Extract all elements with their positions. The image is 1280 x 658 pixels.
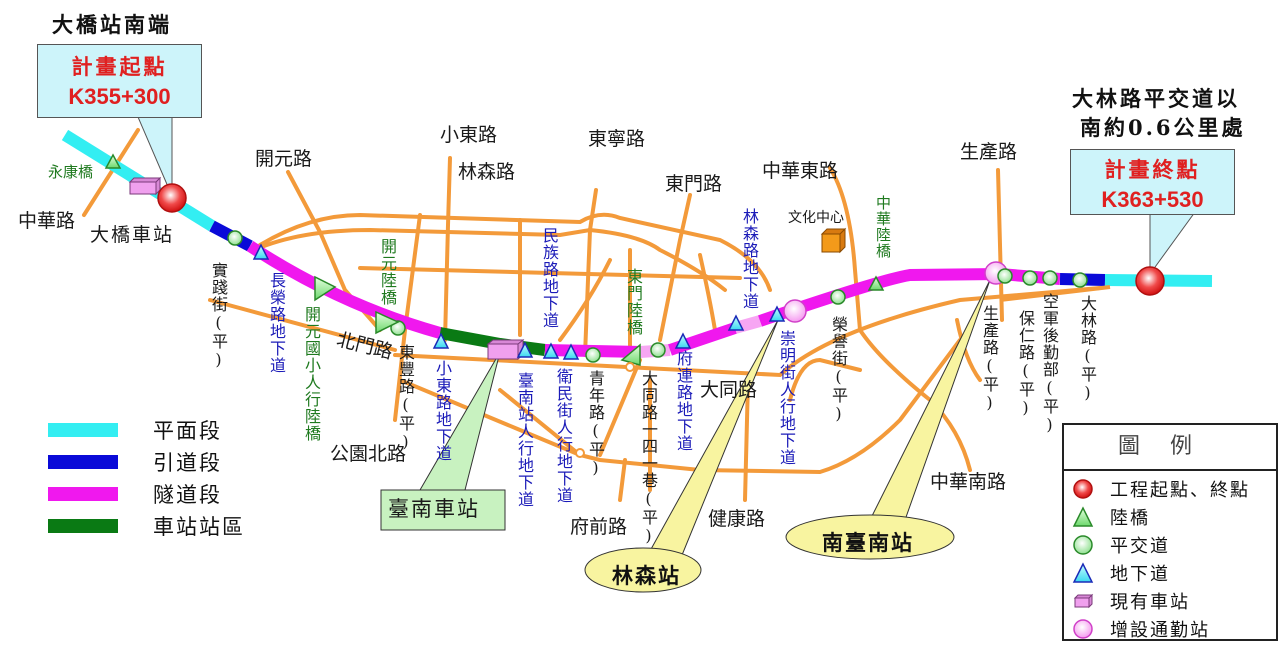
culture-center-icon (820, 227, 847, 254)
legend-item: 陸橋 (1064, 503, 1276, 531)
tainan-station-callout (380, 351, 506, 531)
green-triangle-icon (1072, 506, 1094, 528)
label-fulian-underpass: 府連路地下道 (674, 350, 693, 452)
end-chainage: K363+530 (1101, 187, 1204, 212)
legend-label: 引道段 (153, 451, 222, 475)
road-dongning: 東寧路 (588, 128, 646, 150)
label-xiaodong-underpass: 小東路地下道 (433, 360, 452, 462)
road-kaiyuan: 開元路 (255, 148, 313, 170)
green-circle-icon (1072, 534, 1094, 556)
road-jiankang: 健康路 (708, 508, 766, 530)
road-shengchan: 生產路 (960, 141, 1018, 163)
legend-row-station-area: 車站站區 (48, 510, 245, 542)
place-linsen-station: 林森站 (612, 563, 681, 588)
label-zhonghua-bridge: 中華陸橋 (874, 195, 892, 259)
end-label: 計畫終點 (1104, 157, 1201, 182)
south-tainan-station-bubble (785, 279, 991, 560)
label-airforce-logistics: 空軍後勤部(平) (1040, 293, 1059, 435)
start-point-icon (157, 183, 187, 213)
label-baoren-rd: 保仁路(平) (1016, 310, 1035, 418)
legend-title: 圖例 (1064, 425, 1276, 471)
road-fuqian: 府前路 (570, 516, 628, 538)
road-zhonghua: 中華路 (18, 210, 76, 232)
road-network (82, 128, 1102, 502)
legend-item: 現有車站 (1064, 587, 1276, 615)
place-culture-center: 文化中心 (788, 210, 844, 226)
legend-row-tunnel: 隧道段 (48, 478, 245, 510)
start-label: 計畫起點 (71, 54, 168, 79)
legend-item: 平交道 (1064, 531, 1276, 559)
end-heading-line1: 大林路平交道以 (1072, 86, 1240, 111)
label-shengchan-crossing: 生產路(平) (980, 305, 999, 413)
legend-label: 隧道段 (153, 483, 222, 507)
road-dongmen: 東門路 (665, 173, 723, 195)
label-chongming-ped-underpass: 崇明街人行地下道 (777, 330, 796, 466)
end-callout: 計畫終點 K363+530 (1070, 149, 1235, 215)
start-callout: 計畫起點 K355+300 (37, 44, 202, 118)
label-dongfeng-rd: 東豐路(平) (396, 344, 415, 452)
road-xiaodong: 小東路 (440, 124, 498, 146)
road-zhonghua-south: 中華南路 (930, 471, 1007, 493)
legend-item: 增設通勤站 (1064, 615, 1276, 643)
underpasses (252, 243, 786, 360)
road-zhonghua-east: 中華東路 (762, 160, 839, 182)
end-heading-line2: 南約0.6公里處 (1080, 115, 1246, 140)
overpasses (104, 153, 885, 366)
tunnel-swatch-icon (48, 487, 118, 501)
pink-box-icon (1072, 590, 1094, 612)
legend-label: 平面段 (153, 419, 222, 443)
start-heading: 大橋站南端 (52, 12, 172, 37)
label-kaiyuan-elem-footbridge: 開元國小人行陸橋 (302, 306, 321, 442)
label-rongyu-st: 榮譽街(平) (829, 316, 848, 424)
legend-item: 地下道 (1064, 559, 1276, 587)
label-weimin-ped-underpass: 衛民街人行地下道 (554, 368, 573, 504)
symbol-legend: 圖例 工程起點、終點 陸橋 平交道 地下道 現有車站 增設通勤站 (1062, 423, 1278, 641)
station-area-swatch-icon (48, 519, 118, 533)
linsen-new-station-icon (783, 299, 807, 323)
red-circle-icon (1072, 478, 1094, 500)
label-dalin-rd: 大林路(平) (1078, 295, 1097, 403)
road-linsen: 林森路 (458, 161, 516, 183)
existing-station-daqiao (128, 176, 162, 196)
line-type-legend: 平面段 引道段 隧道段 車站站區 (48, 414, 245, 542)
legend-label: 車站站區 (153, 515, 245, 539)
label-kaiyuan-bridge: 開元陸橋 (378, 238, 397, 306)
label-dongmen-bridge: 東門陸橋 (624, 268, 643, 336)
label-tainan-ped-underpass: 臺南站人行地下道 (515, 372, 534, 508)
label-yongkang-bridge: 永康橋 (48, 163, 94, 181)
road-datong: 大同路 (700, 379, 758, 401)
legend-row-at-grade: 平面段 (48, 414, 245, 446)
at-grade-swatch-icon (48, 423, 118, 437)
place-south-tainan-station: 南臺南站 (822, 530, 914, 555)
place-daqiao-station: 大橋車站 (90, 224, 175, 246)
label-shijian-st: 實踐街(平) (209, 262, 228, 370)
linsen-station-bubble (584, 319, 779, 593)
level-crossings (227, 230, 1088, 363)
start-chainage: K355+300 (68, 84, 171, 109)
legend-row-approach: 引道段 (48, 446, 245, 478)
label-qingnian-rd: 青年路(平) (586, 370, 605, 478)
legend-item: 工程起點、終點 (1064, 475, 1276, 503)
end-point-icon (1135, 266, 1165, 296)
road-gongyuan-north: 公園北路 (330, 443, 407, 465)
approach-swatch-icon (48, 455, 118, 469)
label-minzu-underpass: 民族路地下道 (540, 227, 559, 329)
pink-circle-icon (1072, 618, 1094, 640)
place-tainan-station: 臺南車站 (388, 497, 480, 521)
label-linsen-underpass: 林森路地下道 (740, 208, 759, 310)
label-changrong-underpass: 長榮路地下道 (267, 272, 286, 374)
blue-triangle-icon (1072, 562, 1094, 584)
label-datong-lane141: 大同路一四一巷(平) (639, 370, 658, 546)
